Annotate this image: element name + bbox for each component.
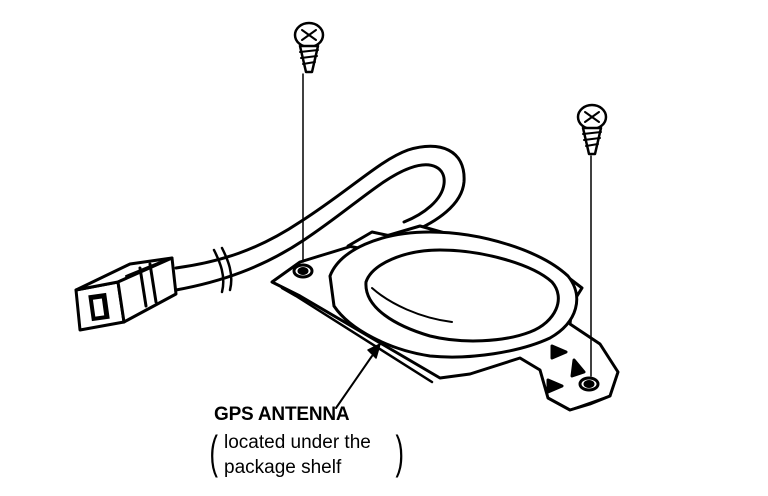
callout-title: GPS ANTENNA: [214, 404, 350, 425]
antenna-housing: [328, 230, 579, 359]
note-line-2: package shelf: [224, 457, 342, 478]
screw-icon: [576, 103, 608, 377]
paren-open: (: [209, 426, 218, 478]
antenna-cable: [174, 144, 466, 294]
note-line-1: located under the: [224, 432, 371, 453]
callout-note: ( located under the package shelf ): [209, 426, 424, 480]
gps-antenna-callout: GPS ANTENNA ( located under the package …: [209, 404, 403, 478]
screw-icon: [293, 21, 325, 263]
paren-close: ): [395, 426, 404, 478]
connector-icon: [74, 256, 178, 332]
leader-arrow: [335, 343, 381, 409]
